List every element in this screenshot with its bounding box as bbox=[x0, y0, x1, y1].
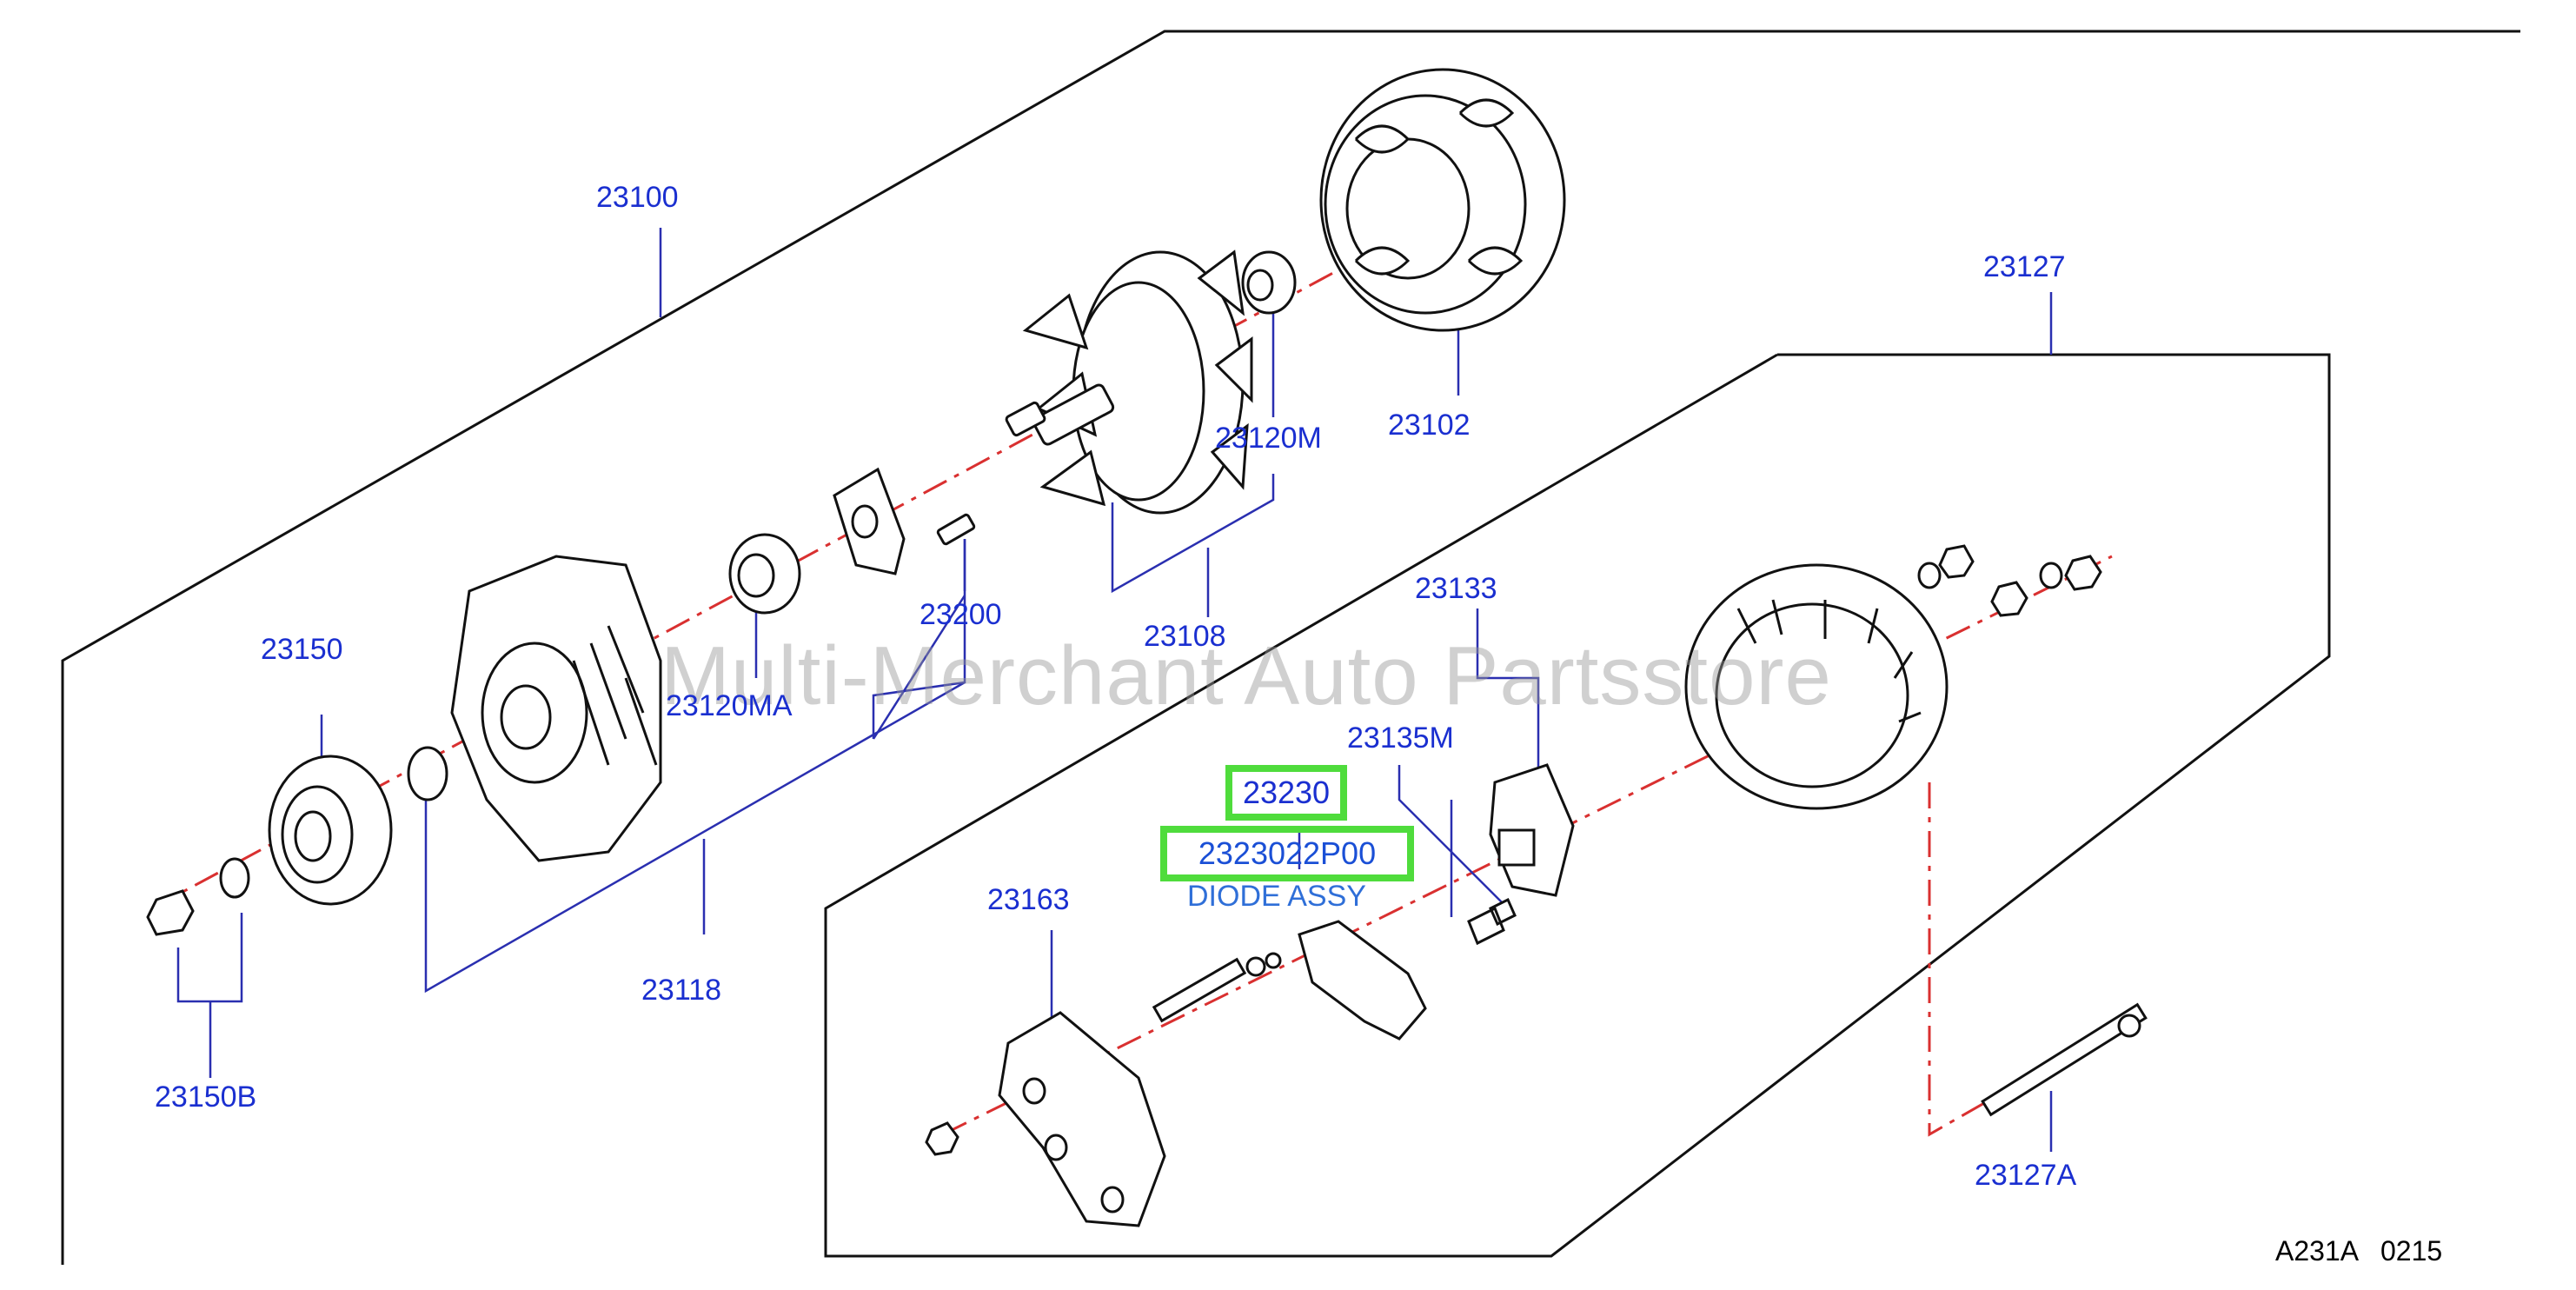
callout-23120ma[interactable]: 23120MA bbox=[666, 689, 793, 722]
callout-23135m[interactable]: 23135M bbox=[1347, 721, 1454, 755]
assembly-outlines bbox=[61, 30, 2520, 1265]
rear-housing-drawing bbox=[1684, 544, 2102, 810]
callout-23118[interactable]: 23118 bbox=[641, 974, 722, 1007]
cover-plate-drawing bbox=[925, 1011, 1166, 1227]
callout-23120m[interactable]: 23120M bbox=[1215, 422, 1322, 455]
brush-holder-drawing bbox=[1467, 763, 1575, 946]
through-bolt-drawing bbox=[1981, 1002, 2148, 1117]
diagram-code: A231A 0215 bbox=[2275, 1235, 2443, 1267]
diode-assembly-drawing bbox=[1152, 920, 1427, 1041]
callout-23150[interactable]: 23150 bbox=[261, 633, 343, 666]
callout-23200[interactable]: 23200 bbox=[920, 598, 1002, 631]
retainer-and-bearing-drawing bbox=[728, 467, 976, 615]
highlighted-oem-number-text: 2323022P00 bbox=[1198, 835, 1377, 871]
callout-23108[interactable]: 23108 bbox=[1144, 620, 1226, 653]
bearing-23120m-drawing bbox=[1241, 250, 1297, 315]
highlighted-oem-number[interactable]: 2323022P00 bbox=[1160, 826, 1414, 881]
fan-drawing bbox=[1319, 68, 1566, 332]
callout-23150b[interactable]: 23150B bbox=[155, 1081, 257, 1114]
highlighted-part-number[interactable]: 23230 bbox=[1225, 765, 1347, 821]
callout-23127[interactable]: 23127 bbox=[1983, 250, 2066, 283]
callout-23163[interactable]: 23163 bbox=[987, 883, 1070, 916]
pulley-drawing bbox=[146, 746, 448, 936]
watermark: Multi-Merchant Auto Partsstore bbox=[661, 629, 1832, 722]
leader-lines bbox=[176, 228, 2053, 1152]
rotor-assembly-drawing bbox=[1005, 249, 1253, 515]
callout-23102[interactable]: 23102 bbox=[1388, 409, 1471, 442]
part-description: DIODE ASSY bbox=[1187, 880, 1366, 913]
callout-23127a[interactable]: 23127A bbox=[1975, 1159, 2077, 1192]
highlighted-part-number-text: 23230 bbox=[1242, 775, 1331, 810]
callout-23133[interactable]: 23133 bbox=[1415, 572, 1497, 605]
front-housing-drawing bbox=[450, 555, 662, 862]
callout-23100[interactable]: 23100 bbox=[596, 181, 679, 214]
